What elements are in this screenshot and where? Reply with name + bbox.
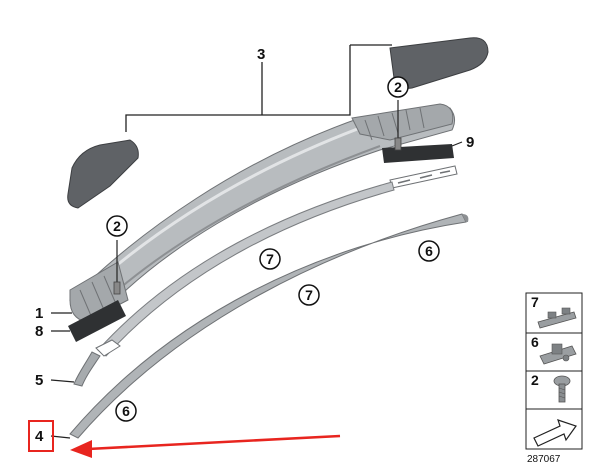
- legend-item-6-label: 6: [531, 334, 539, 350]
- screw-top: [394, 100, 402, 151]
- svg-text:2: 2: [113, 218, 121, 234]
- callout-8: 8: [35, 323, 43, 340]
- trim-strip-5: [73, 351, 101, 387]
- diagram-id: 287067: [527, 454, 561, 465]
- end-cap-left: [67, 139, 139, 209]
- svg-text:7: 7: [266, 251, 274, 267]
- circled-callout-7-lower: 7: [298, 284, 320, 306]
- circled-callout-6-right: 6: [418, 240, 440, 262]
- svg-text:2: 2: [394, 79, 402, 95]
- circled-callout-2-left: 2: [106, 215, 128, 237]
- legend-item-7-label: 7: [531, 294, 539, 310]
- trim-strip-7-upper: [95, 165, 458, 357]
- callout-3: 3: [257, 46, 265, 63]
- screw-2-icon: [553, 375, 571, 403]
- screw-left: [113, 240, 121, 295]
- legend-panel: 7 6 2: [525, 292, 583, 450]
- highlight-box: [28, 420, 54, 452]
- circled-callout-7-upper: 7: [259, 248, 281, 270]
- circled-callout-2-top: 2: [387, 76, 409, 98]
- svg-text:6: 6: [425, 243, 433, 259]
- circled-callout-6-bottom: 6: [115, 400, 137, 422]
- red-arrow: [70, 434, 341, 458]
- callout-4: 4: [35, 428, 44, 445]
- legend-item-2-label: 2: [531, 372, 539, 388]
- callout-9: 9: [466, 134, 474, 151]
- pad-8: [68, 300, 126, 342]
- callout-1: 1: [35, 305, 43, 322]
- callout-5: 5: [35, 372, 43, 389]
- bracket-callout-3: [125, 44, 392, 132]
- clip-6-icon: [539, 343, 577, 365]
- svg-text:7: 7: [305, 287, 313, 303]
- next-arrow-icon: [533, 419, 577, 447]
- clip-7-icon: [537, 307, 577, 329]
- svg-text:6: 6: [122, 403, 130, 419]
- trim-strip-6-long: [69, 213, 469, 439]
- leader-lines: [50, 141, 463, 439]
